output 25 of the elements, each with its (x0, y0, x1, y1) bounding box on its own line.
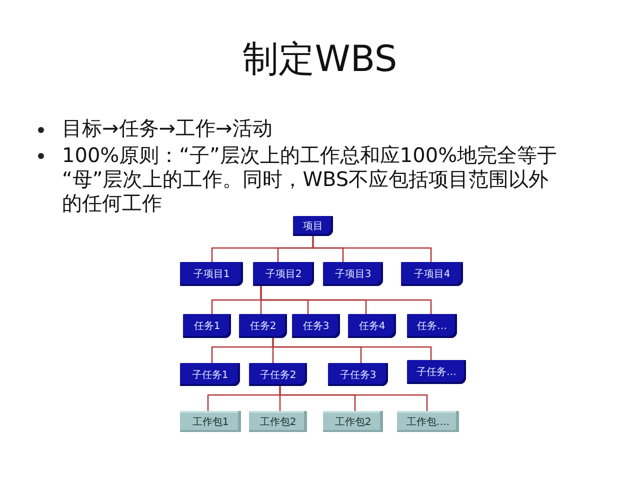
connector-line (312, 236, 432, 262)
slide-title: 制定WBS (242, 38, 398, 82)
wbs-box: 子项目4 (401, 262, 463, 286)
connector-line (272, 338, 432, 360)
work-package-box: 工作包…. (397, 411, 459, 432)
wbs-box: 项目 (293, 216, 333, 236)
wbs-box: 子任务2 (249, 363, 307, 386)
wbs-box: 任务1 (183, 314, 231, 338)
work-package-box: 工作包2 (249, 411, 307, 432)
bullet-text: 100%原则：“子”层次上的工作总和应100%地完全等于“母”层次上的工作。同时，WBS不应包括项目范围以外的任何工作 (62, 143, 558, 215)
work-package-box: 工作包2 (323, 411, 383, 432)
wbs-box: 任务2 (239, 314, 287, 338)
wbs-box: 任务4 (348, 314, 396, 338)
wbs-box: 子项目1 (180, 262, 243, 286)
wbs-box: 子任务… (407, 360, 466, 384)
wbs-box: 子项目3 (323, 262, 383, 286)
wbs-box: 任务… (407, 314, 457, 338)
bullet-text: 目标→任务→工作→活动 (62, 116, 272, 140)
wbs-box: 子任务1 (180, 363, 240, 386)
wbs-box: 子任务3 (328, 363, 388, 386)
connector-line (279, 386, 428, 411)
wbs-box: 子项目2 (253, 262, 314, 286)
connector-line (260, 286, 432, 314)
work-package-box: 工作包1 (180, 411, 241, 432)
wbs-box: 任务3 (292, 314, 340, 338)
